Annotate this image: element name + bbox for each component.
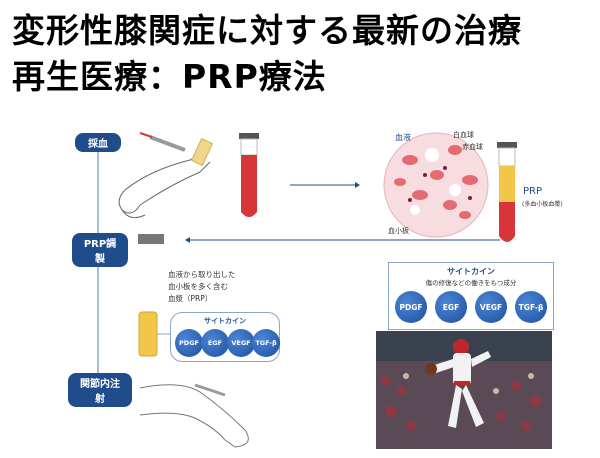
prp-vial-icon <box>138 234 164 244</box>
prp-label: PRP <box>523 186 543 197</box>
knee-illustration <box>139 384 249 448</box>
tourniquet <box>190 137 214 167</box>
factor-tgfb-right: TGF-β <box>515 291 547 323</box>
step-joint-injection: 関節内注射 <box>68 373 132 407</box>
factor-egf-right: EGF <box>435 291 467 323</box>
prp-description-1: 血液から取り出した <box>168 270 236 279</box>
white-cell-label: 白血球 <box>453 131 474 139</box>
syringe-icon <box>139 132 186 152</box>
factor-vegf-left: VEGF <box>227 329 255 357</box>
platelet-label: 血小板 <box>388 227 409 235</box>
page-title-line2: 再生医療：PRP療法 <box>12 57 327 96</box>
blood-tube-icon <box>239 133 259 217</box>
blood-magnified-circle <box>383 132 489 238</box>
prp-syringe-icon <box>138 311 158 357</box>
prp-sublabel: (多血小板血漿) <box>522 201 563 208</box>
cytokine-right-title: サイトカイン <box>447 267 495 276</box>
prp-description-2: 血小板を多く含む <box>168 282 228 291</box>
factor-vegf-right: VEGF <box>475 291 507 323</box>
arm-illustration <box>118 149 211 219</box>
step-blood-collection: 採血 <box>75 133 121 152</box>
cytokine-panel-left: サイトカイン PDGF EGF VEGF TGF-β <box>170 312 280 362</box>
step-prp-preparation: PRP調製 <box>72 233 128 267</box>
factor-pdgf-left: PDGF <box>175 329 203 357</box>
prp-description-3: 血漿（PRP） <box>168 294 213 303</box>
injection-syringe-icon <box>194 383 226 397</box>
factor-tgfb-left: TGF-β <box>252 329 280 357</box>
blood-label: 血液 <box>395 133 411 142</box>
prp-tube-icon <box>497 142 517 242</box>
factor-pdgf-right: PDGF <box>395 291 427 323</box>
red-cell-label: 赤血球 <box>462 143 483 151</box>
factor-egf-left: EGF <box>201 329 229 357</box>
cytokine-panel-right: サイトカイン 傷の修復などの働きをもつ成分 PDGF EGF VEGF TGF-… <box>388 262 554 330</box>
cytokine-left-title: サイトカイン <box>204 317 246 325</box>
cytokine-right-subtitle: 傷の修復などの働きをもつ成分 <box>425 279 517 287</box>
baseball-pitcher-photo <box>376 331 552 449</box>
page-title-line1: 変形性膝関症に対する最新の治療 <box>12 11 522 50</box>
